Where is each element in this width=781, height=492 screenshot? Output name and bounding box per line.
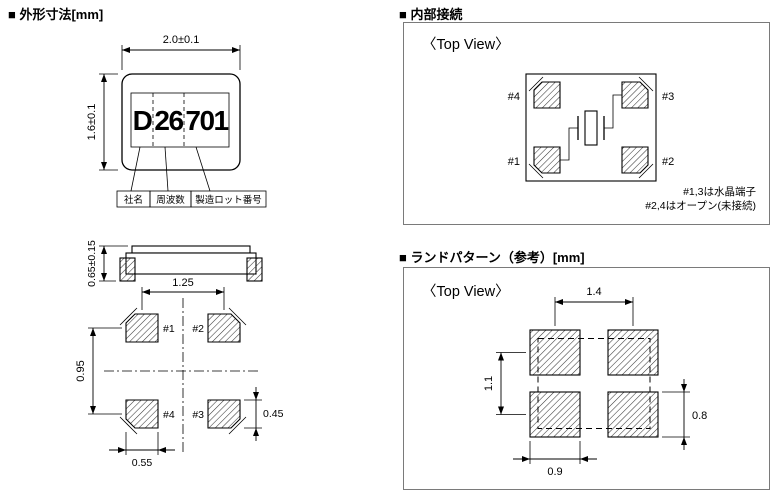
crystal-symbol xyxy=(560,94,622,161)
outline-drawing: D 26 701 2.0±0.1 1.6±0.1 社名 周波数 xyxy=(75,34,284,469)
internal-diagram: #4 #3 #1 #2 xyxy=(508,73,674,182)
dim-land-pad-width-label: 0.9 xyxy=(547,466,562,478)
internal-section-title: ■ 内部接続 xyxy=(399,7,463,22)
land-section-title: ■ ランドパターン（参考）[mm] xyxy=(399,250,585,265)
internal-pad-label-4: #4 xyxy=(508,91,520,103)
dim-pad-pitch-y-label: 0.95 xyxy=(75,360,87,381)
dim-land-pad-width: 0.9 xyxy=(513,441,597,478)
internal-view-label: 〈Top View〉 xyxy=(422,36,510,53)
internal-pad-label-2: #2 xyxy=(662,156,674,168)
legend-lot: 製造ロット番号 xyxy=(195,194,262,206)
internal-note-1: #1,3は水晶端子 xyxy=(683,185,756,198)
dim-body-thickness: 0.65±0.15 xyxy=(86,240,128,287)
land-view-label: 〈Top View〉 xyxy=(422,283,510,300)
dim-pad-bottom-label: 0.55 xyxy=(132,457,153,469)
package-side-view xyxy=(119,245,263,282)
marking-legend: 社名 周波数 製造ロット番号 xyxy=(116,146,267,208)
dim-body-height: 1.6±0.1 xyxy=(86,73,118,171)
dim-pad-right: 0.45 xyxy=(244,387,284,441)
dim-body-width: 2.0±0.1 xyxy=(121,34,241,70)
outline-section-title: ■ 外形寸法[mm] xyxy=(8,7,104,22)
package-top-view: D 26 701 xyxy=(121,73,241,171)
bottom-pad-label-2: #2 xyxy=(192,323,204,335)
dim-land-pitch-y: 1.1 xyxy=(483,352,526,415)
dim-body-width-label: 2.0±0.1 xyxy=(163,34,200,46)
legend-frequency: 周波数 xyxy=(156,194,185,206)
marking-lot: 701 xyxy=(185,105,228,136)
land-drawing: 〈Top View〉 1.4 1.1 xyxy=(422,283,707,478)
dim-body-height-label: 1.6±0.1 xyxy=(86,104,98,141)
bottom-pad-label-1: #1 xyxy=(163,323,175,335)
internal-note-2: #2,4はオープン(未接続) xyxy=(645,199,756,212)
dim-pad-pitch-x: 1.25 xyxy=(141,277,225,310)
internal-pad-label-3: #3 xyxy=(662,91,674,103)
dim-pad-bottom: 0.55 xyxy=(109,432,175,469)
package-bottom-view: #1 #2 #4 #3 xyxy=(104,298,260,452)
dim-body-thickness-label: 0.65±0.15 xyxy=(86,240,98,287)
bottom-pad-label-3: #3 xyxy=(192,409,204,421)
dim-land-pitch-x-label: 1.4 xyxy=(586,286,601,298)
internal-pad-label-1: #1 xyxy=(508,156,520,168)
internal-panel: 〈Top View〉 #4 xyxy=(403,22,770,225)
dim-land-pitch-y-label: 1.1 xyxy=(483,376,495,391)
land-panel: 〈Top View〉 1.4 1.1 xyxy=(403,267,770,490)
marking-company-code: D xyxy=(133,105,153,136)
internal-drawing: 〈Top View〉 #4 xyxy=(422,36,756,212)
marking-frequency: 26 xyxy=(154,105,183,136)
dim-pad-right-label: 0.45 xyxy=(263,408,284,420)
dim-land-pitch-x: 1.4 xyxy=(554,286,634,326)
land-pads xyxy=(529,329,659,438)
dim-land-pad-height-label: 0.8 xyxy=(692,410,707,422)
legend-company: 社名 xyxy=(124,194,143,206)
bottom-pad-label-4: #4 xyxy=(163,409,175,421)
dim-pad-pitch-y: 0.95 xyxy=(75,327,122,415)
package-outline-dashed xyxy=(537,338,651,429)
dim-land-pad-height: 0.8 xyxy=(662,379,707,450)
dim-pad-pitch-x-label: 1.25 xyxy=(172,277,193,289)
